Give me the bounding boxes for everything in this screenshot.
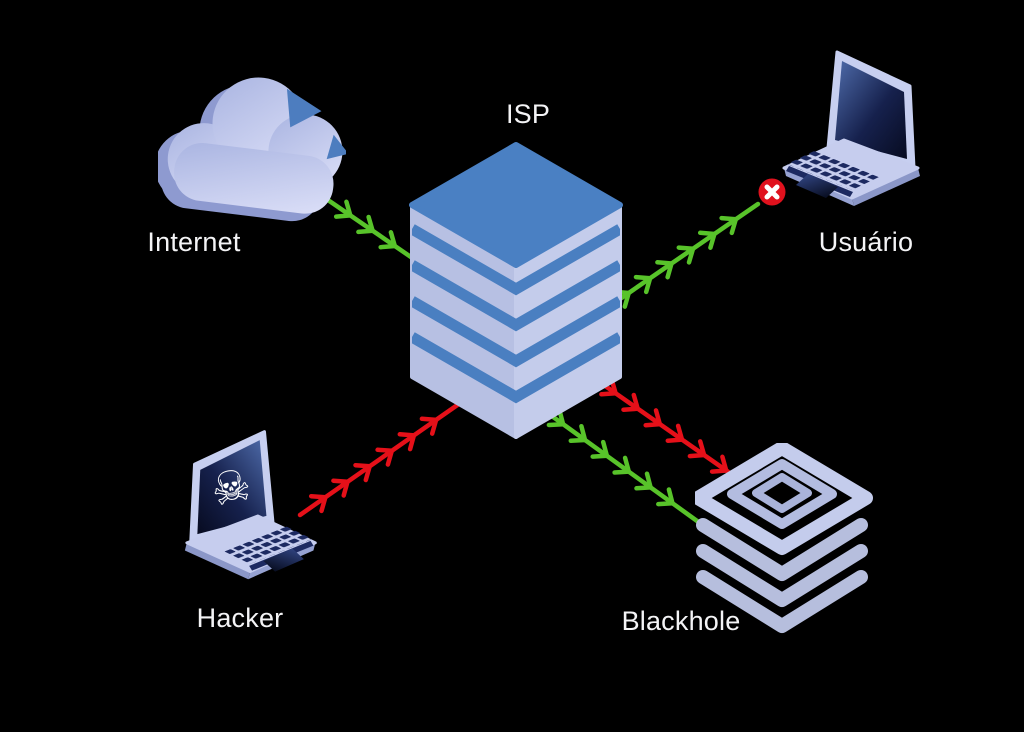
cloud-body <box>167 77 343 214</box>
server-top <box>409 142 623 268</box>
blackhole-mid-ring <box>727 459 837 529</box>
blackhole-outer-ring <box>695 443 873 555</box>
link-hacker-to-isp <box>297 396 469 518</box>
internet-label: Internet <box>147 227 241 257</box>
cloud-accent <box>286 88 322 128</box>
blackhole-layers <box>696 518 868 633</box>
link-isp-to-blackhole-green <box>535 403 707 529</box>
usuario-label: Usuário <box>818 227 914 257</box>
blocked-x-badge <box>758 178 786 206</box>
link-isp-to-usuario <box>601 201 761 313</box>
cloud-accent <box>326 134 346 160</box>
server-slots <box>412 224 620 404</box>
isp-label: ISP <box>505 99 551 129</box>
blackhole-inner-ring <box>752 473 812 513</box>
hacker-laptop-icon: ☠ <box>183 430 317 581</box>
hacker-label: Hacker <box>196 603 284 633</box>
blackhole-stack-icon <box>695 443 873 633</box>
blocked-x-icon <box>764 184 780 200</box>
server-stack-icon <box>409 142 623 439</box>
blackhole-label: Blackhole <box>621 606 741 636</box>
cloud-icon <box>158 77 346 222</box>
laptop-icon <box>782 50 922 208</box>
